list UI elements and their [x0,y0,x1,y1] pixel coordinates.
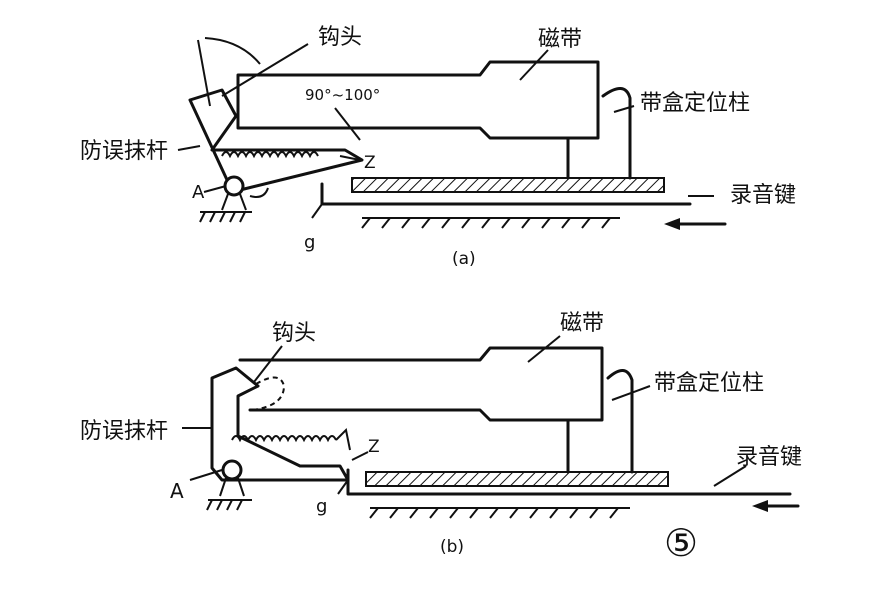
leader-hook-a [221,43,309,97]
leader-z-a [339,155,361,161]
pivot-support-a [221,193,247,211]
pivot-label-a: A [192,182,205,203]
cassette-b [238,346,604,422]
caption-b: (b) [440,537,464,557]
z-label-b: Z [368,437,380,457]
erase-lever-a [188,88,364,192]
lever-label-a: 防误抹杆 [80,139,168,164]
pivot-ground-hatch-b [206,499,243,511]
post-label-a: 带盒定位柱 [640,91,750,116]
leader-post-b [611,385,651,401]
spring-a [221,151,319,159]
angle-label-a: 90°~100° [305,86,380,104]
key-label-a: 录音键 [730,183,796,208]
leader-hook-b [253,345,283,383]
angle-arrow-a [334,107,361,141]
angle-ref-line-a [197,39,211,107]
pivot-ground-hatch-a [199,211,246,223]
caption-a: (a) [452,249,476,269]
leader-pivot-b [189,469,223,481]
figure-number: ⑤ [664,521,698,565]
cassette-post-b [606,369,634,474]
leader-z-b [351,451,369,461]
g-label-a: g [304,232,315,253]
leader-post-a [613,105,635,113]
spring-anchor-b [335,427,351,451]
cassette-post-a [601,87,632,180]
pivot-support-b [219,477,245,497]
tape-label-a: 磁带 [538,27,582,52]
hook-notch-b [251,376,286,411]
leader-key-b [713,465,747,487]
slide-arrowhead-b [752,500,768,512]
spring-b [231,435,337,443]
diagram-a: 钩头 磁带 带盒定位柱 防误抹杆 90°~100° A Z g 录音键 (a) [80,25,796,269]
angle-arc-a [204,37,261,65]
cassette-a [236,60,600,140]
hook-label-b: 钩头 [272,321,316,346]
tape-label-b: 磁带 [560,311,604,336]
slide-arrowhead-a [664,218,680,230]
key-label-b: 录音键 [736,445,802,470]
g-leader-a [311,203,323,219]
leader-tape-b [527,335,561,363]
post-label-b: 带盒定位柱 [654,371,764,396]
leader-tape-a [519,49,549,81]
diagram-b: 钩头 磁带 带盒定位柱 防误抹杆 A Z g 录音键 (b) [80,311,802,557]
leader-pivot-a [203,185,227,193]
ground-hatch-b [369,507,619,519]
pivot-label-b: A [170,479,184,503]
g-leader-b [337,479,349,495]
leader-lever-a [177,145,201,151]
hook-label-a: 钩头 [318,25,362,50]
lever-label-b: 防误抹杆 [80,419,168,444]
z-label-a: Z [364,153,376,173]
rotation-arrow-a [249,187,269,198]
ground-hatch-a [361,217,611,229]
g-label-b: g [316,496,327,517]
record-key-bar-b [365,471,669,487]
record-key-bar-a [351,177,665,193]
erase-lever-b [210,366,350,482]
pivot-a [223,175,245,197]
pivot-b [221,459,243,481]
